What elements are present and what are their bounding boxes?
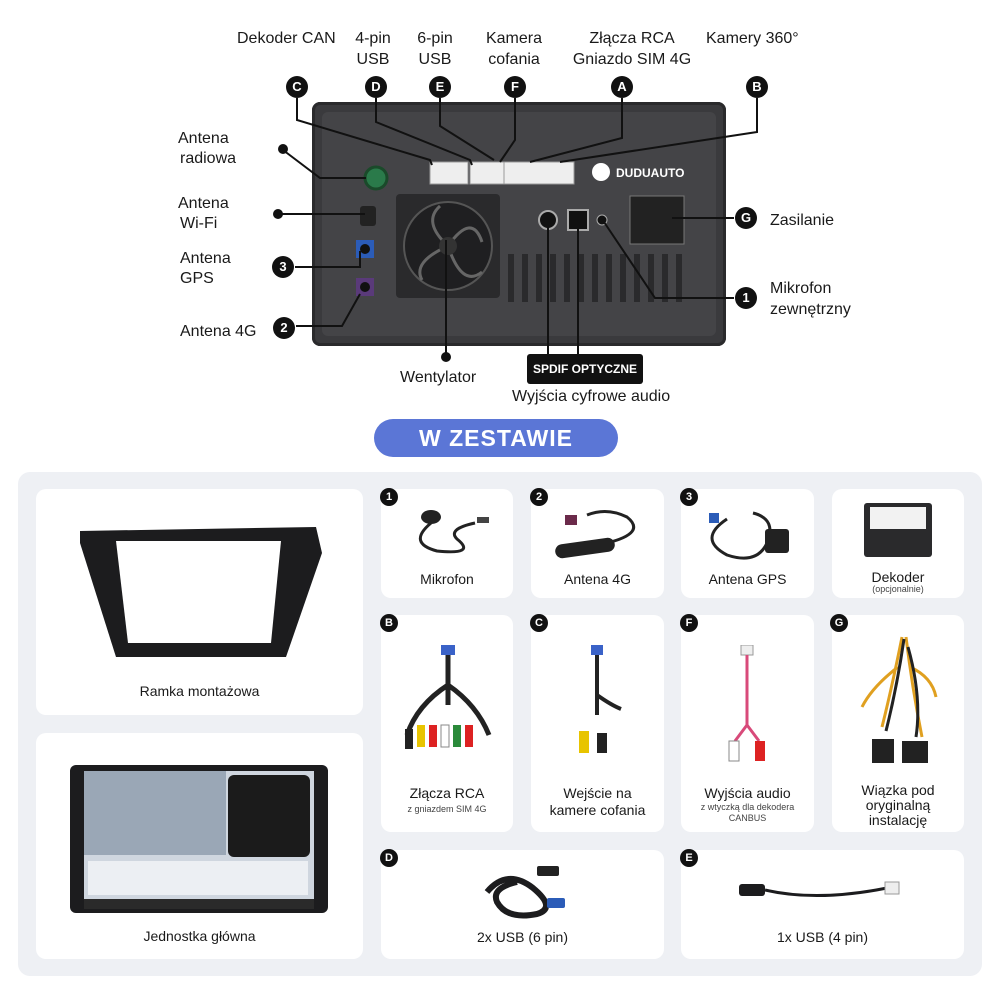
card-audio-sub-2: CANBUS [728, 813, 767, 823]
brand-logo-text: DUDUAUTO [616, 166, 684, 180]
wiazka-image [860, 636, 938, 763]
card-dekoder-sub: (opcjonalnie) [872, 584, 924, 594]
kit-badge-1: 1 [380, 488, 398, 506]
kit-badge-c: C [530, 614, 548, 632]
label-kamera-line2: cofania [488, 51, 540, 68]
label-antena-wifi-2: Wi-Fi [180, 215, 218, 232]
card-wiazka-label-1: Wiązka pod [861, 782, 935, 798]
label-antena-radiowa-2: radiowa [180, 150, 237, 167]
card-wiazka-label-2: oryginalną [865, 797, 931, 813]
label-usb4-line1: 4-pin [355, 30, 391, 47]
card-usb4: 1x USB (4 pin) [681, 850, 964, 959]
kit-badge-e: E [680, 849, 698, 867]
badge-1: 1 [735, 287, 757, 309]
label-wyjscia-cyfrowe: Wyjścia cyfrowe audio [512, 388, 671, 405]
card-audio-sub-1: z wtyczką dla dekodera [700, 802, 795, 812]
label-kamera-line1: Kamera [485, 30, 543, 47]
kit-badge-f: F [680, 614, 698, 632]
label-dekoder-can: Dekoder CAN [237, 30, 336, 47]
card-kamera-label-2: kamere cofania [549, 802, 646, 818]
label-antena-radiowa-1: Antena [178, 130, 229, 147]
card-dekoder: Dekoder (opcjonalnie) [832, 489, 964, 598]
label-spdif: SPDIF OPTYCZNE [527, 354, 643, 384]
card-antenagps-label: Antena GPS [708, 571, 787, 587]
mikrofon-image [419, 510, 489, 554]
frame-image [80, 527, 322, 657]
kit-badge-3: 3 [680, 488, 698, 506]
card-mikrofon: Mikrofon [381, 489, 513, 598]
label-kamery360: Kamery 360° [706, 30, 799, 47]
head-unit-back: DUDUAUTO [312, 102, 726, 346]
card-rca-label: Złącza RCA [409, 785, 485, 801]
audio-image [728, 645, 765, 762]
unit-back-drawing: DUDUAUTO [322, 112, 716, 336]
connector-diagram: Dekoder CAN 4-pin USB 6-pin USB Kamera c… [0, 0, 1000, 420]
card-wiazka-label-3: instalację [868, 812, 928, 828]
card-antena4g-label: Antena 4G [564, 571, 631, 587]
dekoder-image [864, 503, 932, 557]
card-audio: Wyjścia audio z wtyczką dla dekodera CAN… [681, 615, 814, 832]
card-rca-sub: z gniazdem SIM 4G [407, 804, 487, 814]
card-usb6-label: 2x USB (6 pin) [476, 929, 569, 945]
badge-3: 3 [272, 256, 294, 278]
antenagps-image [709, 511, 789, 560]
label-antena-gps-1: Antena [180, 250, 231, 267]
card-ramka: Ramka montażowa [36, 489, 363, 715]
card-antenagps: Antena GPS [681, 489, 814, 598]
leader-lines [273, 98, 758, 362]
badge-g: G [735, 207, 757, 229]
usb4-image [739, 881, 900, 897]
rca-image [404, 645, 492, 749]
kit-badge-g: G [830, 614, 848, 632]
card-rca: Złącza RCA z gniazdem SIM 4G [381, 615, 513, 832]
kit-badge-b: B [380, 614, 398, 632]
card-ramka-label: Ramka montażowa [139, 683, 260, 699]
card-jednostka-label: Jednostka główna [143, 928, 256, 944]
card-wiazka: Wiązka pod oryginalną instalację [832, 615, 964, 832]
badge-e: E [429, 76, 451, 98]
badge-f: F [504, 76, 526, 98]
kit-badge-2: 2 [530, 488, 548, 506]
card-mikrofon-label: Mikrofon [420, 571, 474, 587]
label-rca-line1: Złącza RCA [589, 30, 675, 47]
kamera-image [579, 645, 622, 753]
badge-d: D [365, 76, 387, 98]
label-mikrofon-2: zewnętrzny [770, 301, 851, 318]
card-antena4g: Antena 4G [531, 489, 664, 598]
label-antena-gps-2: GPS [180, 270, 214, 287]
label-rca-line2: Gniazdo SIM 4G [572, 51, 692, 68]
label-usb4-line2: USB [356, 51, 390, 68]
card-dekoder-label: Dekoder [871, 569, 925, 585]
card-usb6: 2x USB (6 pin) [381, 850, 664, 959]
antena4g-image [555, 510, 636, 559]
kit-badge-d: D [380, 849, 398, 867]
badge-b: B [746, 76, 768, 98]
badge-a: A [611, 76, 633, 98]
label-wentylator: Wentylator [400, 369, 477, 386]
label-usb6-line2: USB [418, 51, 452, 68]
card-audio-label: Wyjścia audio [704, 785, 791, 801]
card-usb4-label: 1x USB (4 pin) [776, 929, 869, 945]
label-antena-4g: Antena 4G [180, 323, 257, 340]
card-kamera-label-1: Wejście na [563, 785, 632, 801]
label-mikrofon-1: Mikrofon [770, 280, 832, 297]
badge-2: 2 [273, 317, 295, 339]
usb6-image [484, 866, 565, 919]
card-jednostka: Jednostka główna [36, 733, 363, 959]
section-title-pill: W ZESTAWIE [374, 419, 618, 457]
label-usb6-line1: 6-pin [417, 30, 453, 47]
head-unit-image [70, 765, 328, 913]
badge-c: C [286, 76, 308, 98]
label-antena-wifi-1: Antena [178, 195, 229, 212]
label-zasilanie: Zasilanie [770, 212, 835, 229]
card-kamera: Wejście na kamere cofania [531, 615, 664, 832]
